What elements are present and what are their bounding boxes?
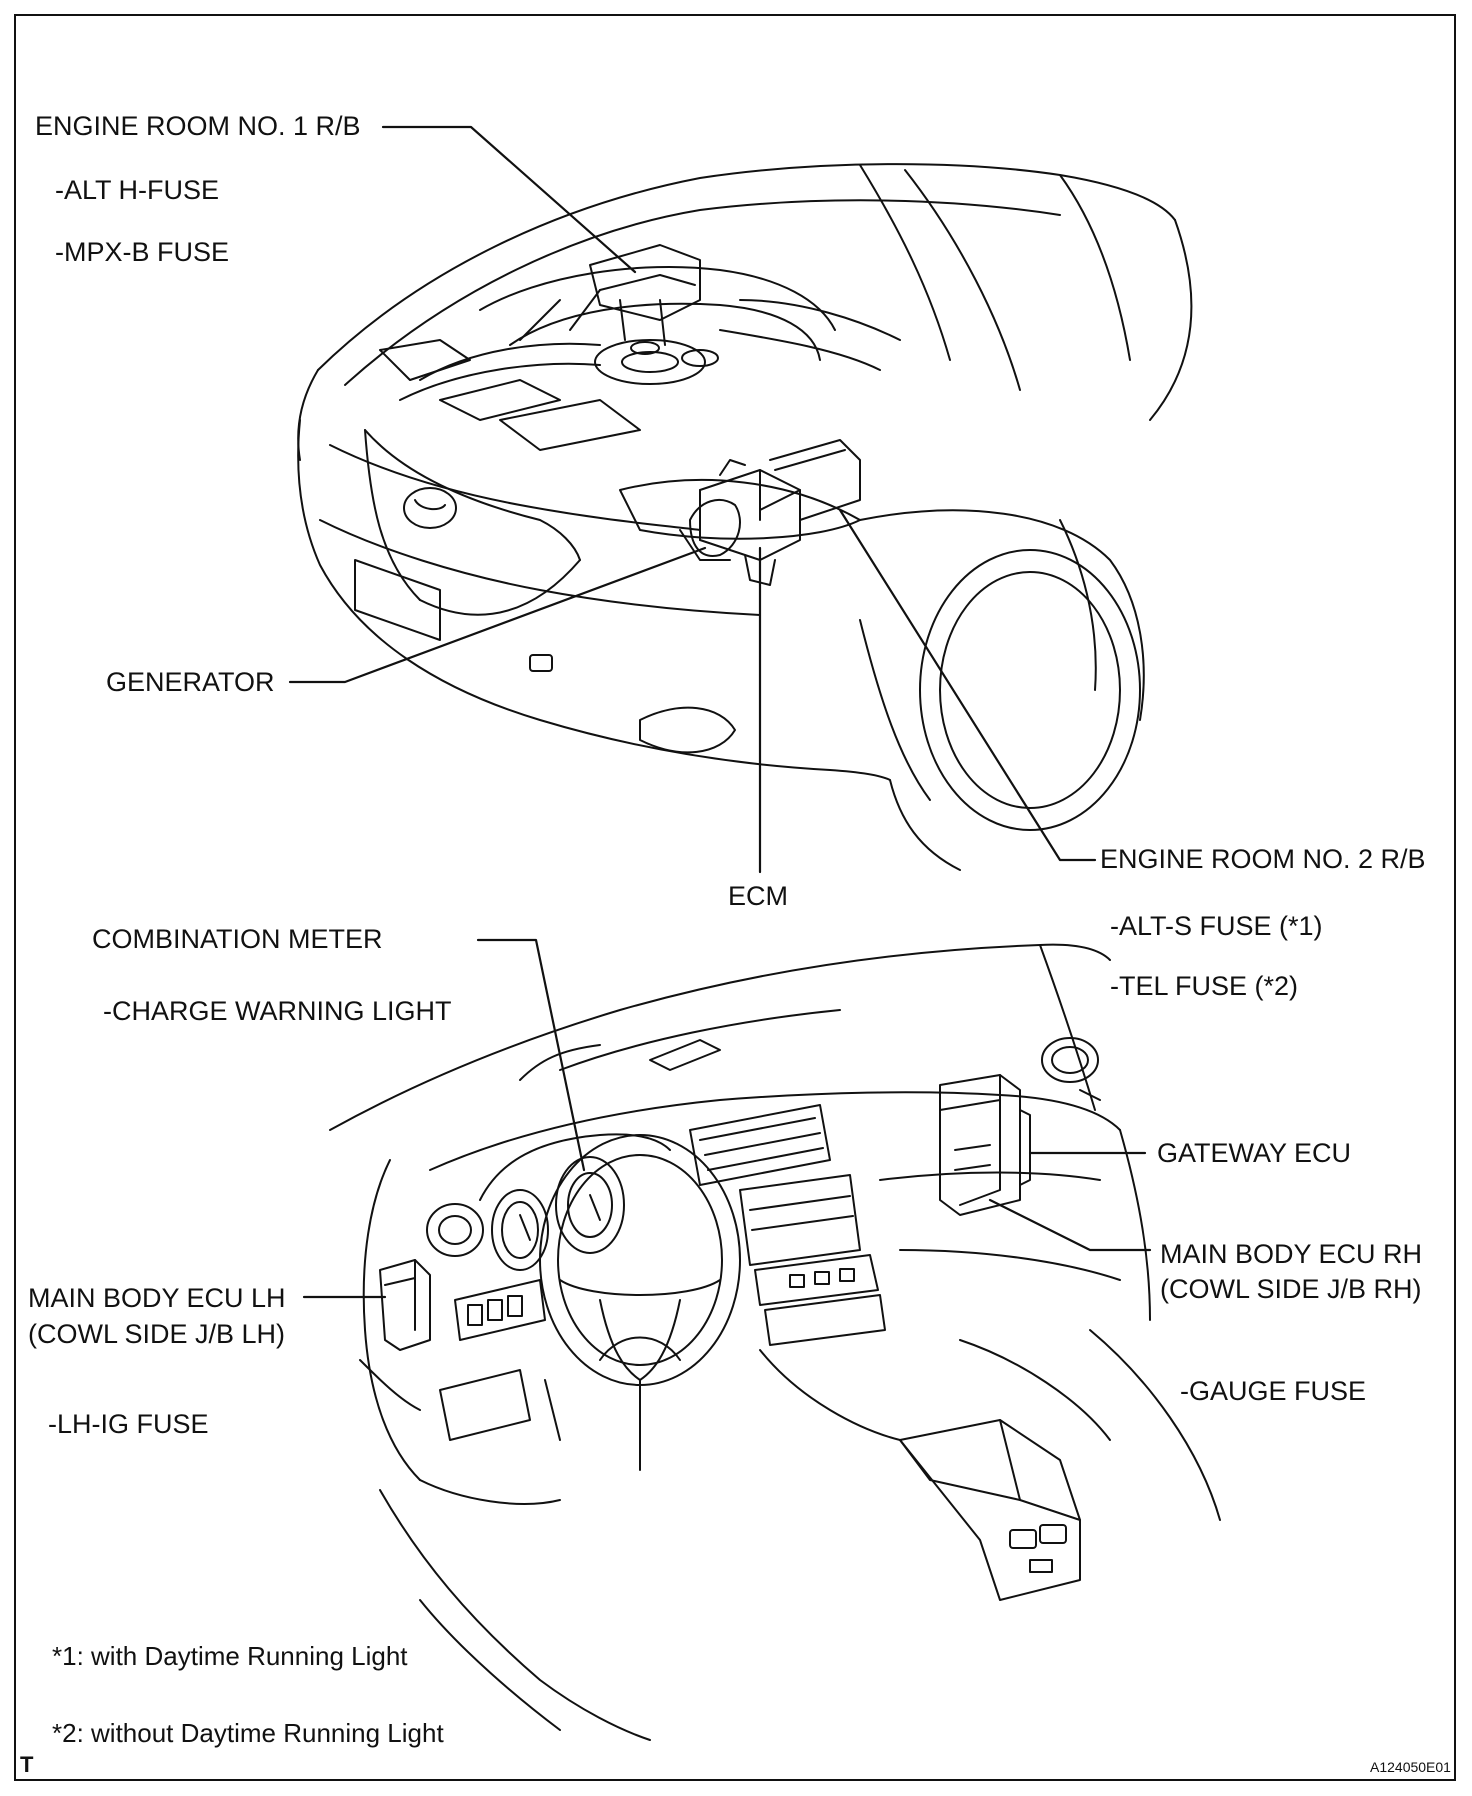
label-tel-fuse: -TEL FUSE (*2) [1110, 971, 1299, 1001]
corner-tag: T [20, 1752, 34, 1777]
label-main-body-ecu-rh: MAIN BODY ECU RH [1160, 1239, 1423, 1269]
label-cowl-side-jb-lh: (COWL SIDE J/B LH) [28, 1319, 286, 1349]
label-gauge-fuse: -GAUGE FUSE [1180, 1376, 1367, 1406]
leader-lines [288, 125, 1152, 1299]
label-main-body-ecu-lh: MAIN BODY ECU LH [28, 1283, 286, 1313]
footnote-1: *1: with Daytime Running Light [52, 1641, 408, 1671]
label-generator: GENERATOR [106, 667, 275, 697]
label-lh-ig-fuse: -LH-IG FUSE [48, 1409, 209, 1439]
label-gateway-ecu: GATEWAY ECU [1157, 1138, 1352, 1168]
label-alt-h-fuse: -ALT H-FUSE [55, 175, 220, 205]
label-charge-warning-light: -CHARGE WARNING LIGHT [103, 996, 452, 1026]
car-front-drawing [297, 163, 1193, 871]
label-engine-room-no2-rb: ENGINE ROOM NO. 2 R/B [1100, 844, 1426, 874]
label-alt-s-fuse: -ALT-S FUSE (*1) [1110, 911, 1323, 941]
label-cowl-side-jb-rh: (COWL SIDE J/B RH) [1160, 1274, 1422, 1304]
dashboard-drawing [329, 943, 1221, 1741]
diagram-frame [14, 14, 1456, 1781]
footnote-2: *2: without Daytime Running Light [52, 1718, 444, 1748]
label-ecm: ECM [728, 881, 788, 911]
label-mpx-b-fuse: -MPX-B FUSE [55, 237, 230, 267]
label-engine-room-no1-rb: ENGINE ROOM NO. 1 R/B [35, 111, 361, 141]
label-combination-meter: COMBINATION METER [92, 924, 383, 954]
figure-id: A124050E01 [1370, 1759, 1451, 1775]
